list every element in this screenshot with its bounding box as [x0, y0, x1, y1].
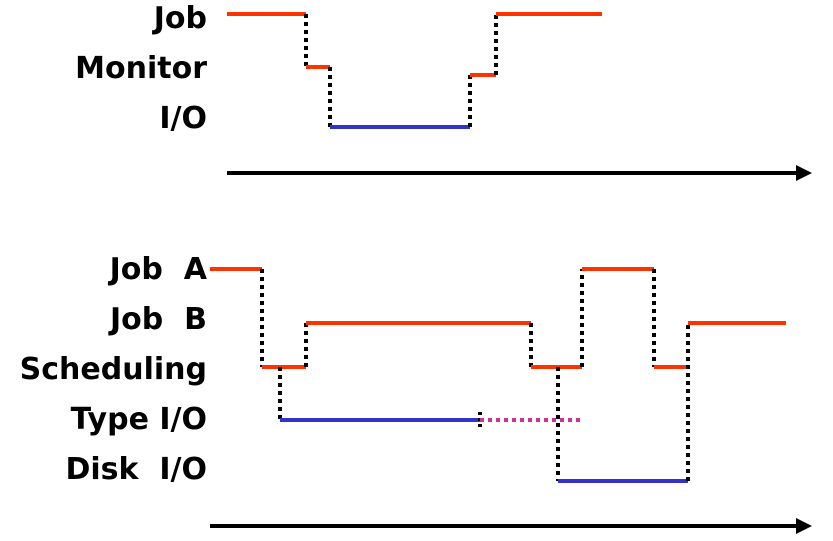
label-disk-io: Disk I/O: [65, 452, 207, 487]
label-io: I/O: [159, 101, 207, 136]
label-job-a: Job A: [109, 252, 207, 287]
label-scheduling: Scheduling: [19, 352, 207, 387]
label-job: Job: [153, 1, 207, 36]
time-axis-1-head: [796, 165, 812, 181]
label-type-io: Type I/O: [70, 402, 207, 437]
label-job-b: Job B: [109, 302, 207, 337]
label-monitor: Monitor: [75, 51, 207, 86]
time-axis-2-head: [796, 518, 812, 534]
